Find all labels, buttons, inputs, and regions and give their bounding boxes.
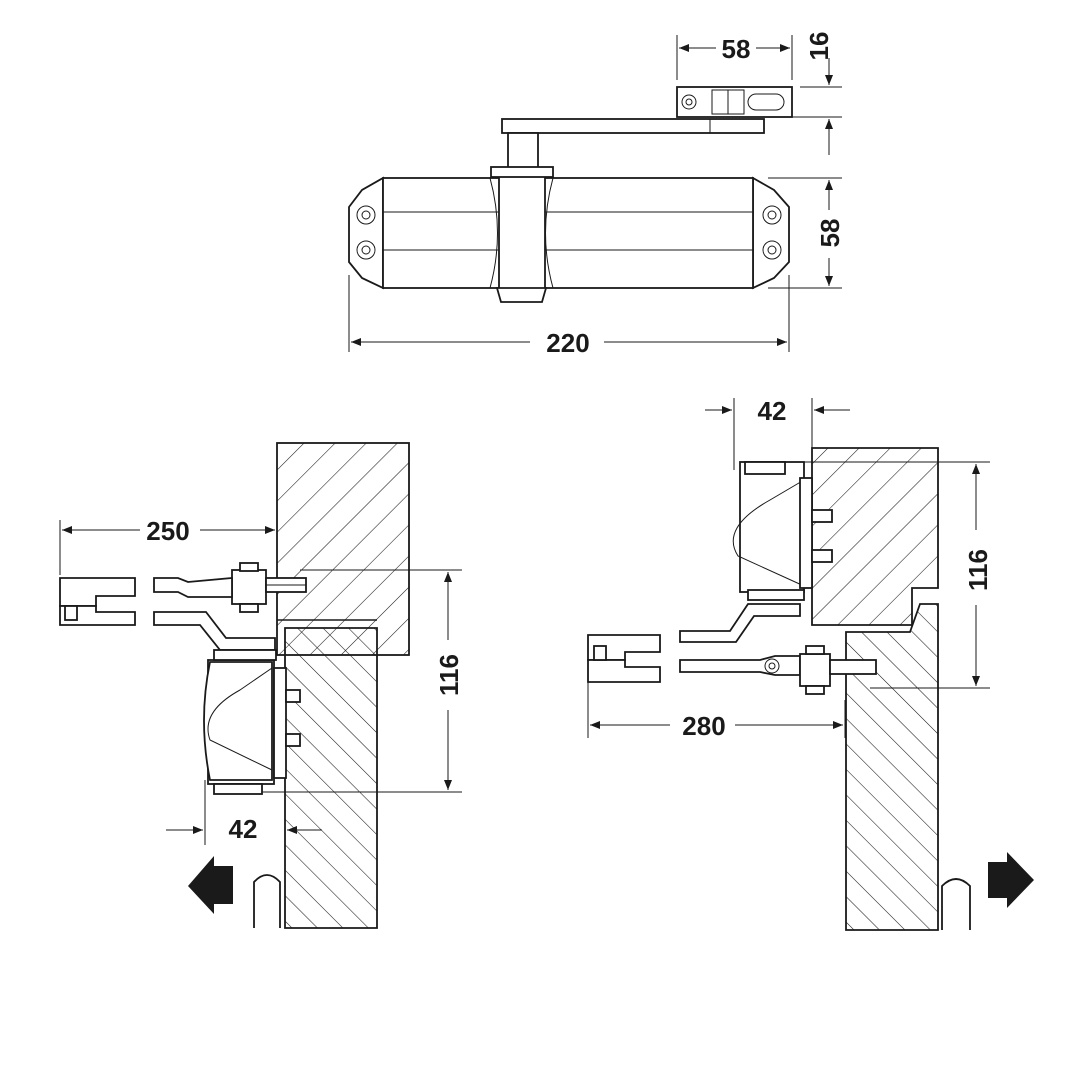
closer-body — [203, 649, 301, 795]
dim-label-right-depth: 42 — [758, 396, 787, 426]
dim-label-left-arm-reach: 250 — [146, 516, 189, 546]
dimension-right-vertical: 116 — [790, 461, 993, 689]
dim-label-left-depth: 42 — [229, 814, 258, 844]
dim-label-right-arm-reach: 280 — [682, 711, 725, 741]
hinge-pin — [253, 874, 281, 928]
closer-arm — [501, 118, 765, 170]
arm-shoe — [764, 645, 877, 695]
dimension-left-vertical: 116 — [262, 569, 464, 793]
dimension-arm-shoe-width: 58 — [676, 34, 793, 80]
arm-shoe — [676, 86, 793, 118]
dimension-left-depth: 42 — [166, 780, 322, 845]
hinge-pin — [941, 878, 971, 930]
dim-label-left-vertical: 116 — [434, 654, 464, 696]
door-leaf — [284, 627, 378, 929]
dim-label-body-length: 220 — [546, 328, 589, 358]
door-leaf — [845, 603, 939, 931]
top-view: 58 16 58 220 — [348, 32, 845, 358]
dim-label-right-vertical: 116 — [963, 549, 993, 591]
dimension-body-length: 220 — [348, 275, 790, 358]
dim-label-arm-shoe-offset: 16 — [804, 32, 834, 61]
left-mounting-view: 250 116 42 — [59, 442, 464, 929]
dimension-right-arm-reach: 280 — [587, 682, 846, 741]
arrow-right-icon — [988, 852, 1034, 908]
closer-arm — [587, 603, 801, 683]
door-frame — [276, 442, 410, 656]
arrow-left-icon — [188, 856, 233, 914]
right-mounting-view: 42 116 280 — [587, 396, 1034, 931]
dim-label-arm-shoe-width: 58 — [722, 34, 751, 64]
door-frame — [811, 447, 939, 626]
dimension-left-arm-reach: 250 — [59, 516, 275, 575]
closer-body — [348, 166, 790, 303]
dimension-right-depth: 42 — [705, 396, 850, 470]
closer-body — [732, 461, 833, 601]
dimension-body-height: 58 — [768, 177, 845, 289]
dimension-arm-shoe-offset: 16 — [770, 32, 842, 155]
dim-label-body-height: 58 — [815, 219, 845, 248]
